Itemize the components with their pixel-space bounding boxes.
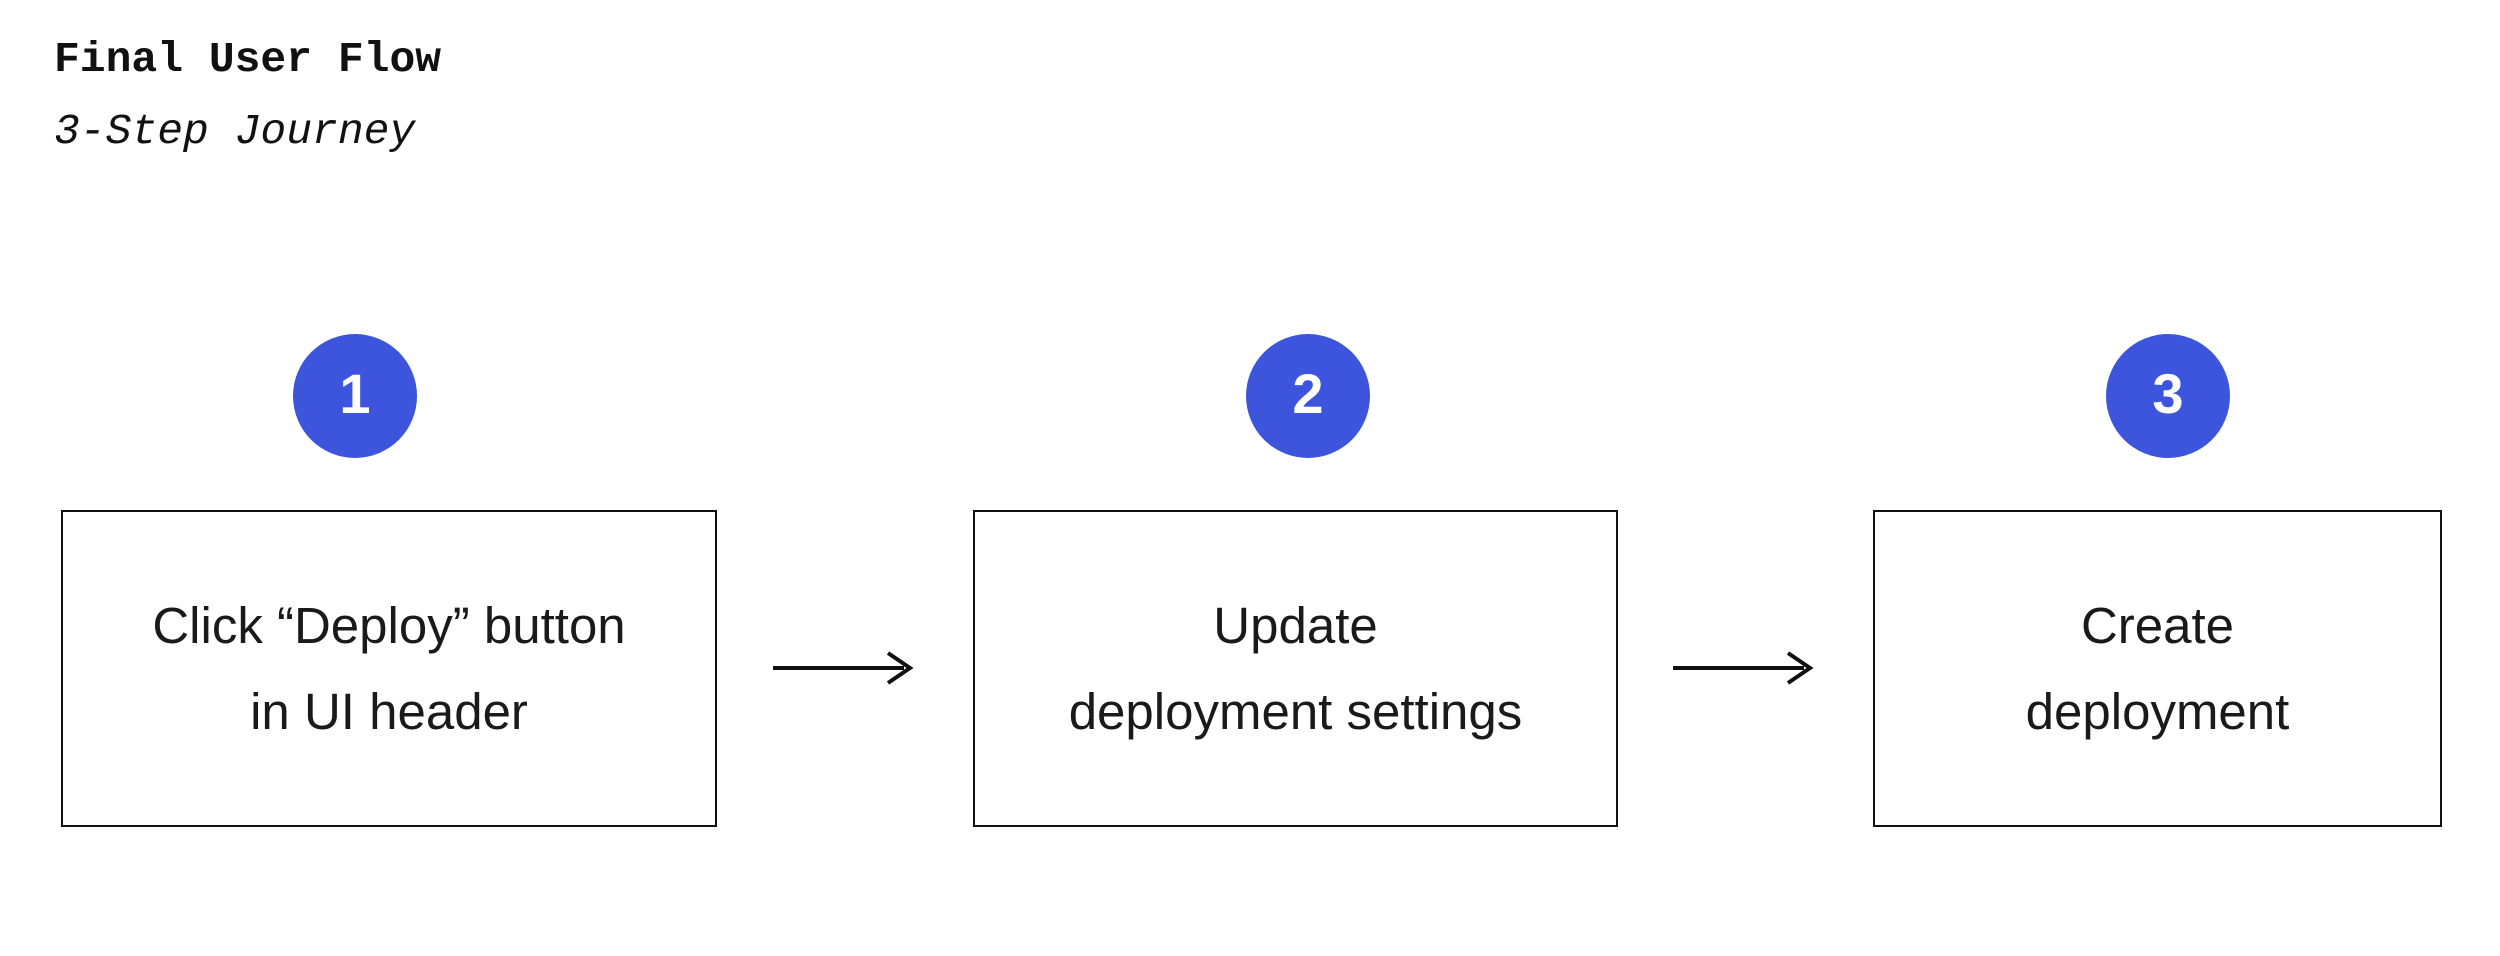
step-3-box: Create deployment	[1873, 510, 2442, 827]
step-1-badge: 1	[293, 334, 417, 458]
step-2-box: Update deployment settings	[973, 510, 1618, 827]
arrow-right-icon	[770, 648, 916, 688]
step-2-label-line2: deployment settings	[1068, 682, 1523, 740]
step-1-label-line1: Click “Deploy” button	[152, 596, 626, 654]
step-3-label-line2: deployment	[2025, 682, 2290, 740]
step-3-badge: 3	[2106, 334, 2230, 458]
arrow-right-icon	[1670, 648, 1816, 688]
step-2-badge: 2	[1246, 334, 1370, 458]
step-1-label-line2: in UI header	[250, 682, 528, 740]
step-2-label-line1: Update	[1213, 596, 1378, 654]
step-3-label-line1: Create	[2080, 596, 2235, 654]
step-1-number: 1	[339, 362, 371, 425]
step-3-number: 3	[2152, 362, 2184, 425]
diagram-subtitle: 3-Step Journey	[54, 107, 416, 156]
step-2-number: 2	[1292, 362, 1324, 425]
diagram-title: Final User Flow	[54, 35, 442, 84]
step-1-box: Click “Deploy” button in UI header	[61, 510, 717, 827]
